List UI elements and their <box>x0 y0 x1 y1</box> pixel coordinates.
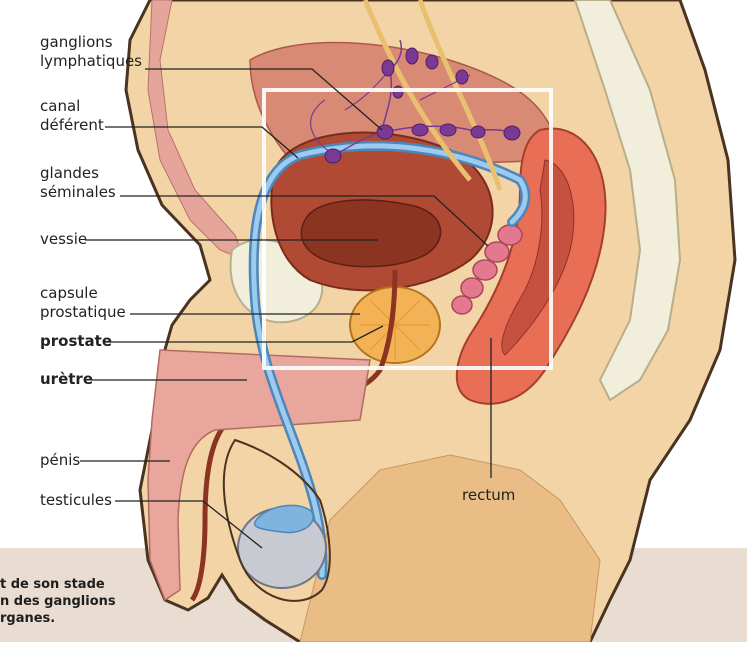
label-canal-deferent: canal déférent <box>40 97 104 135</box>
label-ganglions-lymphatiques: ganglions lymphatiques <box>40 33 142 71</box>
caption-text: t de son stade n des ganglions rganes. <box>0 576 116 627</box>
label-rectum: rectum <box>462 486 515 505</box>
label-glandes-seminales: glandes séminales <box>40 164 116 202</box>
bladder-lumen <box>301 200 440 267</box>
label-testicules: testicules <box>40 491 112 510</box>
label-vessie: vessie <box>40 230 87 249</box>
label-uretre: urètre <box>40 370 93 389</box>
label-capsule-prostatique: capsule prostatique <box>40 284 126 322</box>
label-penis: pénis <box>40 451 80 470</box>
label-prostate: prostate <box>40 332 112 351</box>
